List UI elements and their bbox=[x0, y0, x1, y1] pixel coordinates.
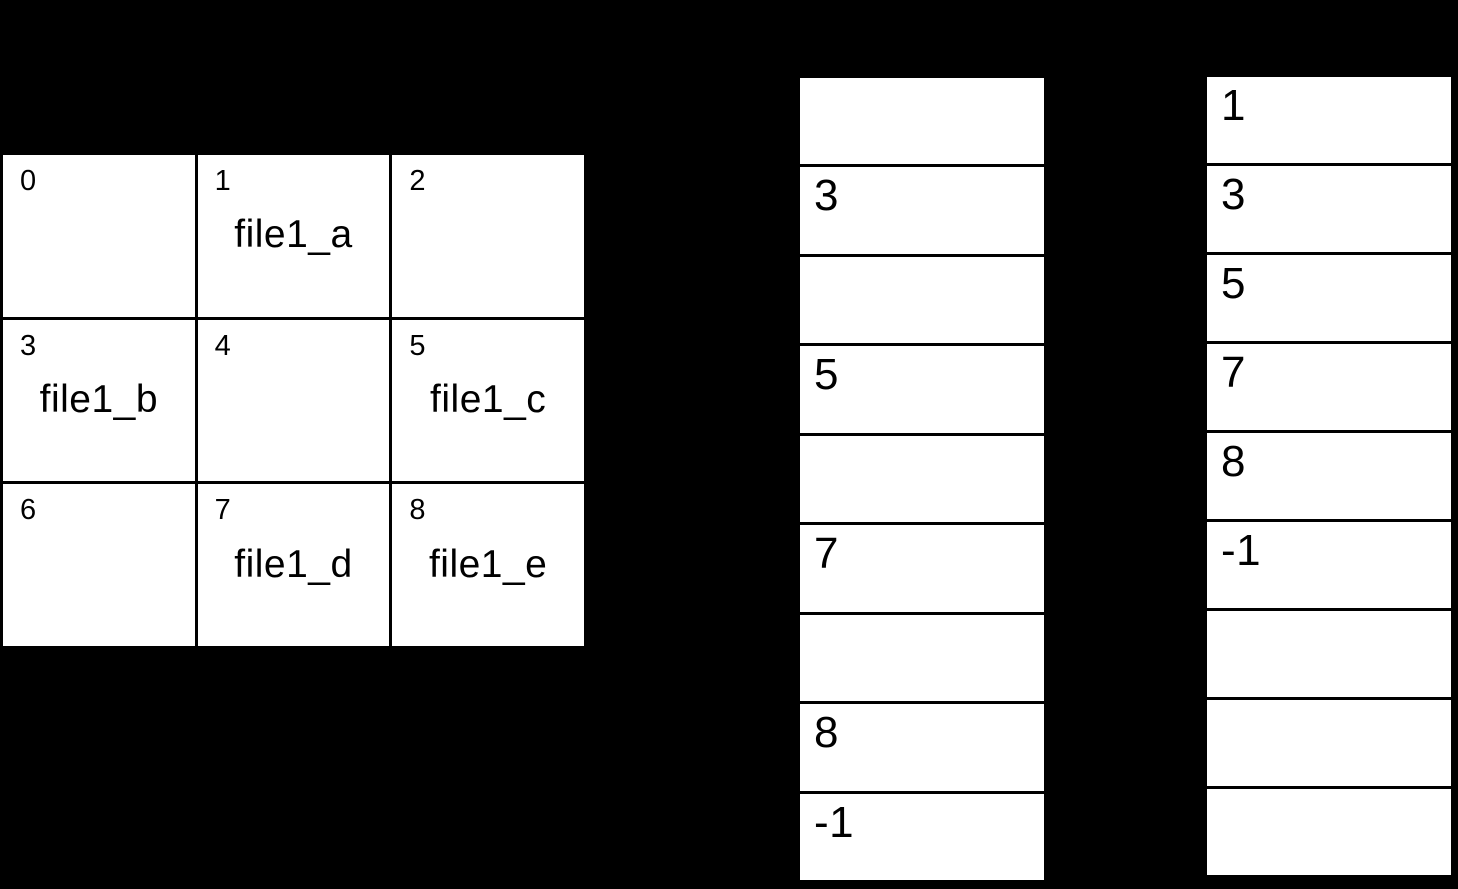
chain-entry-cell-4: 8 bbox=[1207, 433, 1451, 519]
block-file-label: file1_d bbox=[234, 542, 353, 586]
disk-block-cell-7: 7 file1_d bbox=[197, 484, 390, 646]
fat-entry-cell-2 bbox=[800, 256, 1044, 344]
block-chain-column: 1 3 5 7 8 -1 bbox=[1204, 74, 1454, 878]
fat-entry-cell-3: 5 bbox=[800, 346, 1044, 433]
block-index: 5 bbox=[409, 329, 426, 362]
fat-entry-cell-8: -1 bbox=[800, 793, 1044, 880]
fat-entry-cell-6 bbox=[800, 614, 1044, 702]
disk-block-cell-5: 5 file1_c bbox=[392, 319, 584, 482]
disk-block-cell-8: 8 file1_e bbox=[392, 484, 584, 646]
chain-entry-cell-7 bbox=[1207, 700, 1451, 786]
fat-entry-cell-1: 3 bbox=[800, 167, 1044, 254]
block-index: 8 bbox=[409, 494, 426, 527]
block-index: 6 bbox=[20, 494, 37, 527]
disk-blocks-grid: 0 1 file1_a 2 3 file1_b 4 5 file1_c 6 7 bbox=[0, 152, 587, 649]
disk-block-cell-0: 0 bbox=[3, 155, 195, 317]
disk-block-cell-6: 6 bbox=[3, 484, 195, 646]
chain-entry-cell-2: 5 bbox=[1207, 255, 1451, 341]
disk-block-cell-3: 3 file1_b bbox=[3, 319, 195, 482]
fat-entry-cell-7: 8 bbox=[800, 704, 1044, 791]
fat-entry-cell-5: 7 bbox=[800, 525, 1044, 612]
disk-block-cell-1: 1 file1_a bbox=[197, 155, 390, 317]
block-index: 0 bbox=[20, 165, 37, 197]
disk-block-cell-2: 2 bbox=[392, 155, 584, 317]
chain-entry-cell-8 bbox=[1207, 789, 1451, 875]
block-index: 3 bbox=[20, 329, 37, 362]
block-index: 2 bbox=[409, 165, 426, 197]
chain-entry-cell-0: 1 bbox=[1207, 77, 1451, 163]
block-index: 4 bbox=[214, 329, 231, 362]
chain-entry-cell-3: 7 bbox=[1207, 344, 1451, 430]
block-file-label: file1_e bbox=[428, 542, 548, 586]
chain-entry-cell-1: 3 bbox=[1207, 166, 1451, 252]
block-index: 1 bbox=[214, 165, 231, 197]
block-file-label: file1_a bbox=[234, 213, 353, 257]
fat-entry-cell-4 bbox=[800, 435, 1044, 523]
block-file-label: file1_b bbox=[39, 378, 159, 422]
chain-entry-cell-5: -1 bbox=[1207, 522, 1451, 608]
disk-block-cell-4: 4 bbox=[197, 319, 390, 482]
chain-entry-cell-6 bbox=[1207, 611, 1451, 697]
fat-entry-cell-0 bbox=[800, 78, 1044, 165]
fat-table-column: 3 5 7 8 -1 bbox=[797, 75, 1047, 883]
block-file-label: file1_c bbox=[430, 378, 547, 422]
block-index: 7 bbox=[214, 494, 231, 527]
